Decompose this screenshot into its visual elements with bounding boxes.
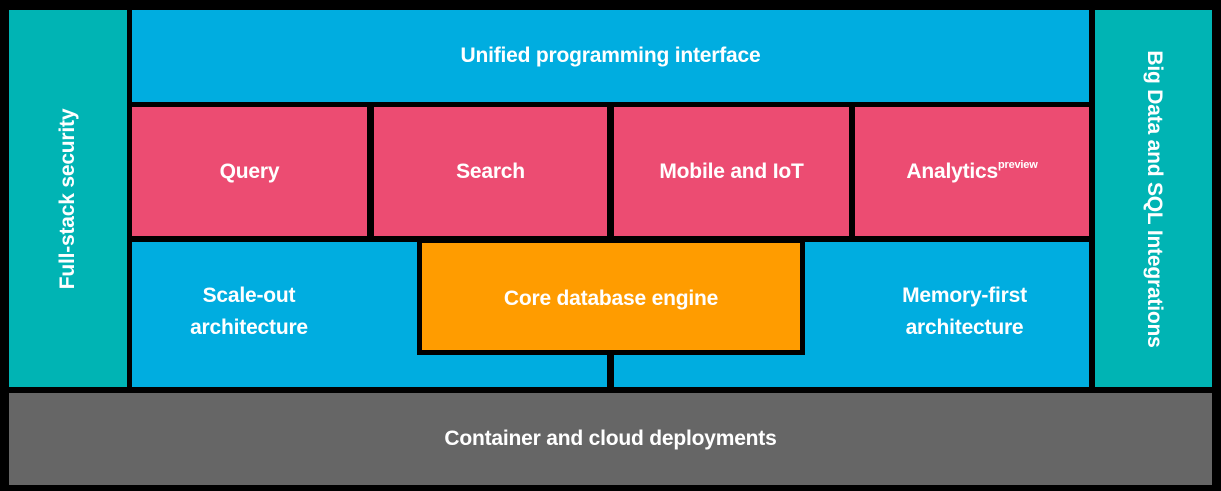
analytics-preview-superscript: preview [998, 158, 1038, 171]
analytics-label: Analyticspreview [906, 156, 1037, 188]
analytics-label-text: Analytics [906, 159, 998, 183]
core-database-engine-label: Core database engine [503, 287, 719, 310]
scale-out-line-1: Scale-out [202, 283, 296, 307]
big-data-sql-block: Big Data and SQL Integrations [1095, 10, 1212, 387]
unified-programming-interface-block: Unified programming interface [132, 10, 1089, 102]
memory-first-line-1: Memory-first [902, 283, 1027, 307]
mobile-iot-label: Mobile and IoT [659, 159, 804, 183]
unified-programming-interface-label: Unified programming interface [460, 44, 761, 67]
mobile-iot-block: Mobile and IoT [614, 107, 849, 236]
container-cloud-deployments-block: Container and cloud deployments [9, 393, 1212, 485]
search-label: Search [456, 159, 525, 183]
scale-out-line-2: architecture [190, 315, 308, 339]
query-label: Query [219, 159, 280, 183]
full-stack-security-label: Full-stack security [56, 108, 79, 289]
scale-out-architecture-label: Scale-out architecture [184, 280, 314, 344]
query-block: Query [132, 107, 367, 236]
full-stack-security-block: Full-stack security [9, 10, 127, 387]
memory-first-line-2: architecture [905, 315, 1024, 339]
big-data-sql-label: Big Data and SQL Integrations [1142, 49, 1166, 348]
memory-first-architecture-label: Memory-first architecture [892, 280, 1037, 344]
analytics-block: Analyticspreview [855, 107, 1089, 236]
core-database-engine-block: Core database engine [417, 238, 805, 355]
container-cloud-deployments-label: Container and cloud deployments [444, 427, 777, 450]
search-block: Search [374, 107, 607, 236]
